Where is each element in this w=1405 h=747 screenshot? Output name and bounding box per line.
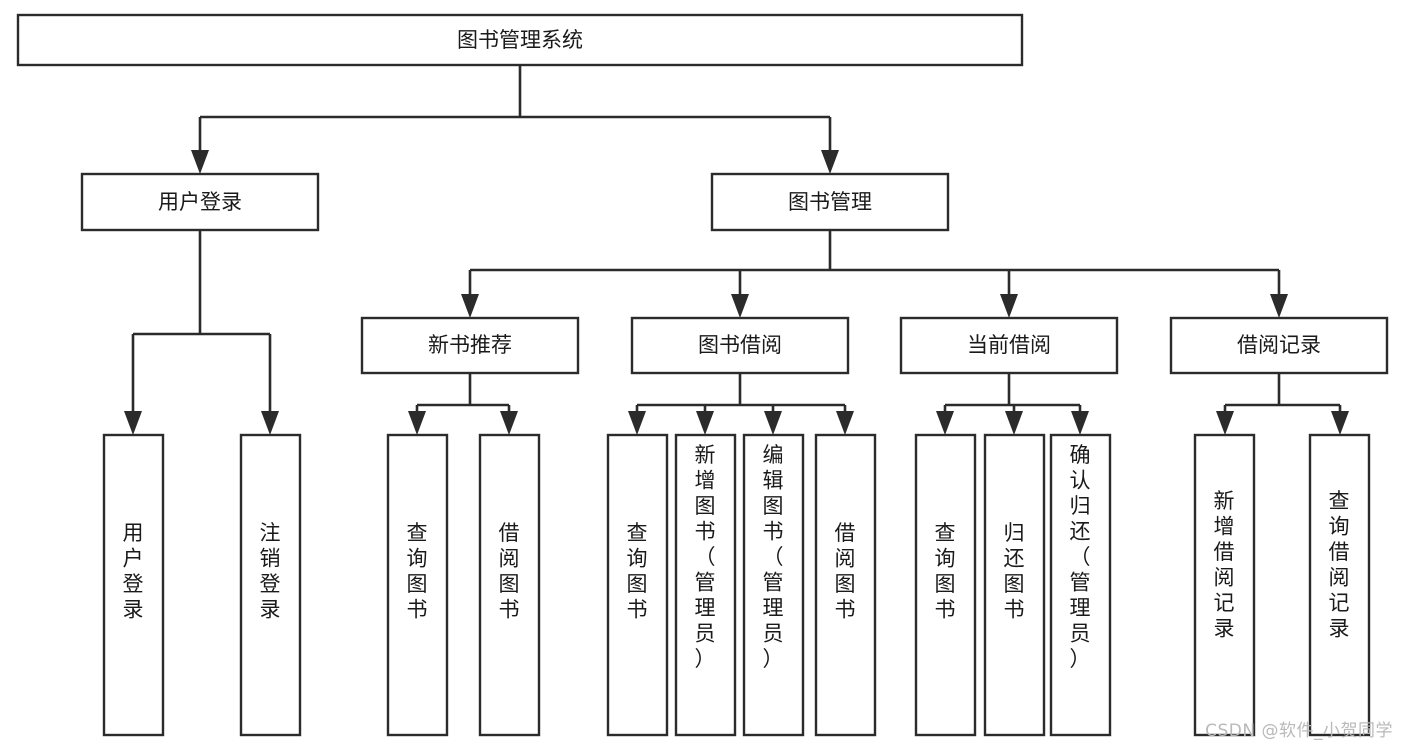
node-book-manage[interactable]: 图书管理 [710, 172, 950, 232]
arrowhead-to-book-manage [821, 150, 839, 174]
leaf-add-book-admin[interactable]: 新增图书（管理员） [674, 433, 737, 737]
node-current-borrow[interactable]: 当前借阅 [899, 316, 1119, 375]
node-book-manage-label: 图书管理 [788, 190, 872, 214]
leaf-user-login-label: 用户登录 [123, 521, 144, 622]
leaf-borrow-book-rec[interactable]: 借阅图书 [478, 433, 541, 737]
arrowhead-leaf-query-book-2 [628, 411, 646, 435]
arrowhead-leaf-confirm-return [1071, 411, 1089, 435]
leaf-query-borrow-record-label: 查询借阅记录 [1329, 489, 1350, 641]
leaf-logout[interactable]: 注销登录 [239, 433, 302, 737]
leaf-return-book[interactable]: 归还图书 [983, 433, 1046, 737]
leaf-query-book-rec[interactable]: 查询图书 [386, 433, 449, 737]
arrowhead-to-new-book-rec [461, 294, 479, 318]
leaf-add-borrow-record-label: 新增借阅记录 [1214, 489, 1235, 641]
leaf-add-borrow-record[interactable]: 新增借阅记录 [1193, 433, 1256, 737]
leaf-query-book-rec-label: 查询图书 [407, 521, 428, 622]
leaf-query-book-current-label: 查询图书 [935, 521, 956, 622]
arrowhead-to-leaf-logout [261, 411, 279, 435]
node-current-borrow-label: 当前借阅 [967, 333, 1051, 357]
arrowhead-leaf-return-book [1005, 411, 1023, 435]
leaf-query-book-borrow-label: 查询图书 [627, 521, 648, 622]
leaf-confirm-return-admin[interactable]: 确认归还（管理员） [1049, 433, 1112, 737]
arrowhead-to-book-borrow [731, 294, 749, 318]
connector-root-to-level2 [198, 65, 832, 158]
leaf-confirm-return-admin-label: 确认归还（管理员） [1070, 443, 1091, 671]
arrowhead-leaf-borrow-book-1 [500, 411, 518, 435]
leaf-query-book-current[interactable]: 查询图书 [914, 433, 977, 737]
arrowhead-to-user-login [191, 150, 209, 174]
csdn-watermark: CSDN @软件_小贺同学 [1205, 721, 1393, 741]
leaf-borrow-book-borrow[interactable]: 借阅图书 [814, 433, 877, 737]
arrowhead-to-current-borrow [1000, 294, 1018, 318]
node-book-borrow-label: 图书借阅 [698, 333, 782, 357]
node-user-login[interactable]: 用户登录 [80, 172, 320, 232]
leaf-query-book-borrow[interactable]: 查询图书 [606, 433, 669, 737]
node-new-book-recommend-label: 新书推荐 [428, 333, 512, 357]
node-user-login-label: 用户登录 [158, 190, 242, 214]
connector-new-book-rec-to-leaves [415, 373, 511, 419]
leaf-borrow-book-borrow-label: 借阅图书 [835, 521, 856, 622]
arrowhead-leaf-edit-book [764, 411, 782, 435]
node-root-system[interactable]: 图书管理系统 [16, 13, 1024, 67]
leaf-query-borrow-record[interactable]: 查询借阅记录 [1308, 433, 1371, 737]
arrowhead-leaf-query-book-3 [936, 411, 954, 435]
arrowhead-to-leaf-user-login [124, 411, 142, 435]
connector-layer [124, 65, 1349, 435]
connector-borrow-record-to-leaves [1223, 373, 1342, 419]
arrowhead-leaf-query-record [1331, 411, 1349, 435]
leaf-return-book-label: 归还图书 [1004, 521, 1025, 622]
arrowhead-to-borrow-record [1270, 294, 1288, 318]
node-new-book-recommend[interactable]: 新书推荐 [360, 316, 580, 375]
leaf-edit-book-admin[interactable]: 编辑图书（管理员） [742, 433, 805, 737]
connector-book-borrow-to-leaves [635, 373, 847, 419]
leaf-edit-book-admin-label: 编辑图书（管理员） [763, 443, 784, 671]
arrowhead-leaf-query-book-1 [408, 411, 426, 435]
arrowhead-leaf-add-book [696, 411, 714, 435]
leaf-logout-label: 注销登录 [260, 521, 281, 622]
node-book-borrow[interactable]: 图书借阅 [630, 316, 850, 375]
connector-user-login-to-leaves [131, 230, 272, 419]
connector-book-manage-to-level3 [468, 230, 1281, 302]
leaf-user-login[interactable]: 用户登录 [102, 433, 165, 737]
node-borrow-record-label: 借阅记录 [1237, 333, 1321, 357]
leaf-add-book-admin-label: 新增图书（管理员） [695, 443, 716, 671]
node-root-system-label: 图书管理系统 [457, 28, 583, 52]
node-borrow-record[interactable]: 借阅记录 [1169, 316, 1389, 375]
leaf-borrow-book-rec-label: 借阅图书 [499, 521, 520, 622]
arrowhead-leaf-add-record [1216, 411, 1234, 435]
arrowhead-leaf-borrow-book-2 [836, 411, 854, 435]
